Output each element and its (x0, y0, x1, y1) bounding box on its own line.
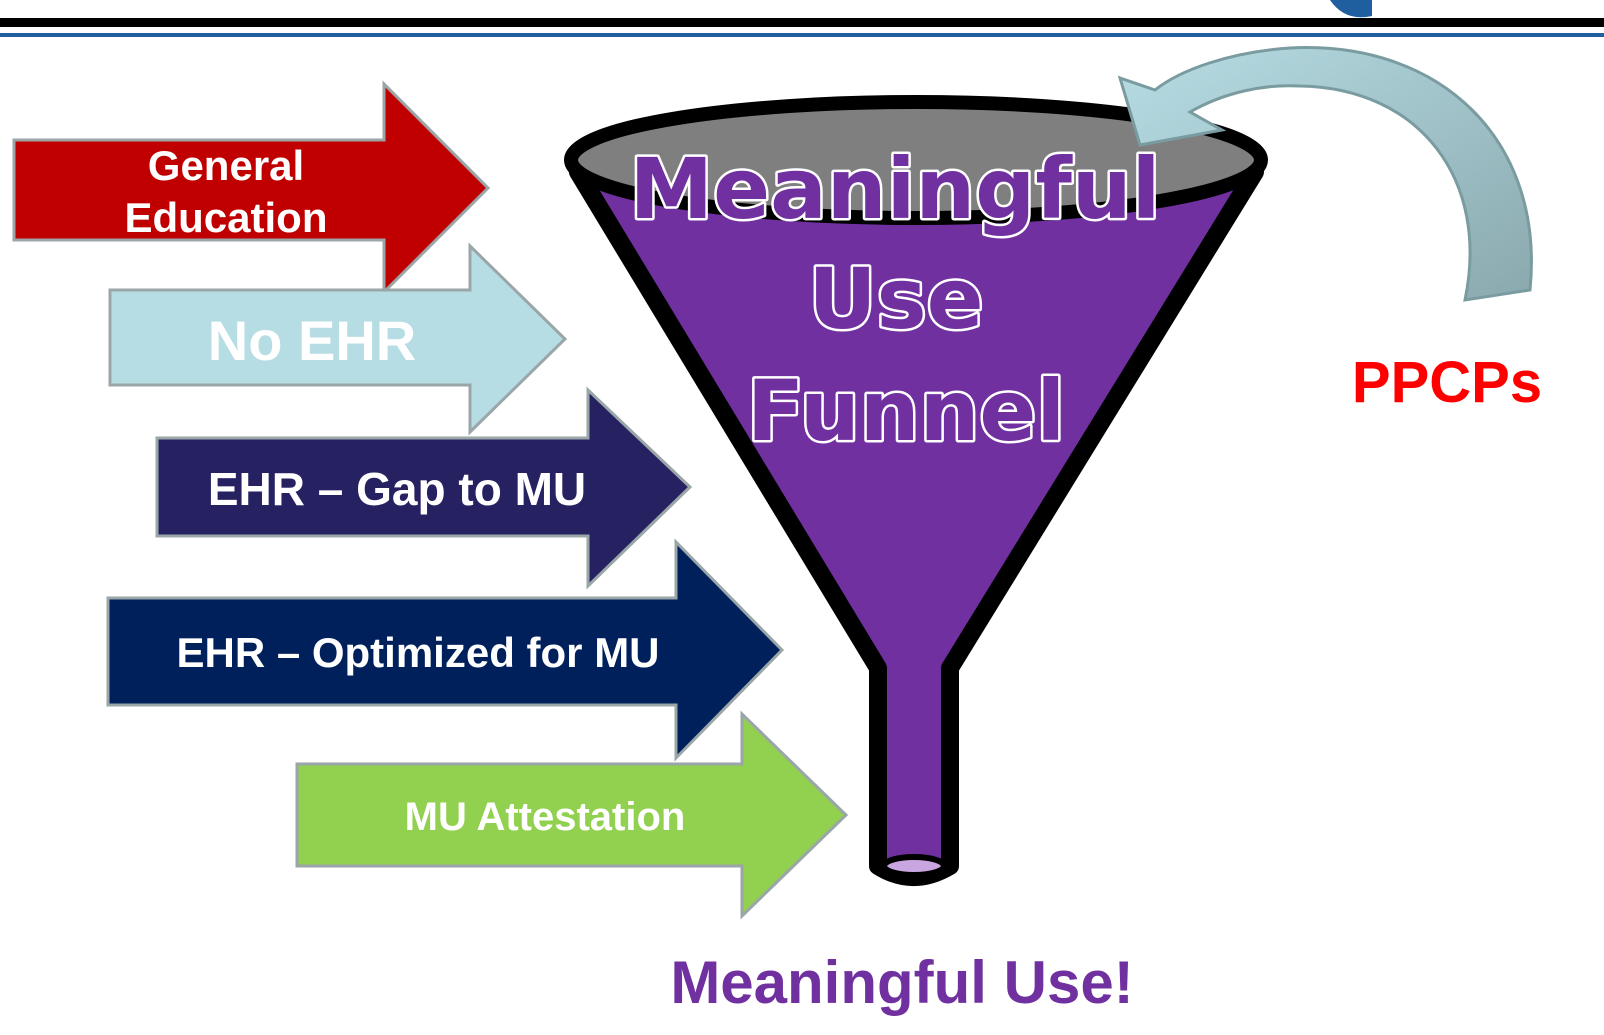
funnel-rim (564, 95, 1268, 225)
arrow-general-education-label-line1: General (148, 142, 304, 189)
meaningful-use-output-label: Meaningful Use! (670, 949, 1133, 1016)
arrow-general-education-label-line2: Education (124, 194, 327, 241)
arrow-ehr-gap[interactable] (155, 386, 693, 590)
arrow-ehr-optimized[interactable] (106, 538, 785, 762)
curved-arrow-ppcps (1117, 46, 1533, 302)
clipped-title-glyph (1330, 0, 1372, 18)
ppcps-label: PPCPs (1352, 350, 1542, 415)
arrow-mu-attestation-label: MU Attestation (405, 795, 686, 839)
funnel (564, 95, 1268, 886)
arrow-no-ehr-label: No EHR (208, 309, 416, 372)
funnel-title-line1: Meaningful (630, 140, 1161, 238)
arrow-mu-attestation[interactable] (295, 710, 849, 920)
arrow-no-ehr[interactable] (108, 242, 568, 436)
funnel-spout-opening (881, 854, 947, 878)
funnel-title-line2: Use (808, 250, 983, 348)
arrow-ehr-optimized-label: EHR – Optimized for MU (176, 629, 659, 676)
arrow-general-education[interactable] (12, 80, 491, 296)
header-rule (0, 18, 1604, 27)
funnel-title-line3: Funnel (747, 362, 1065, 460)
header-rule-accent (0, 33, 1604, 37)
arrow-ehr-gap-label: EHR – Gap to MU (208, 463, 586, 515)
